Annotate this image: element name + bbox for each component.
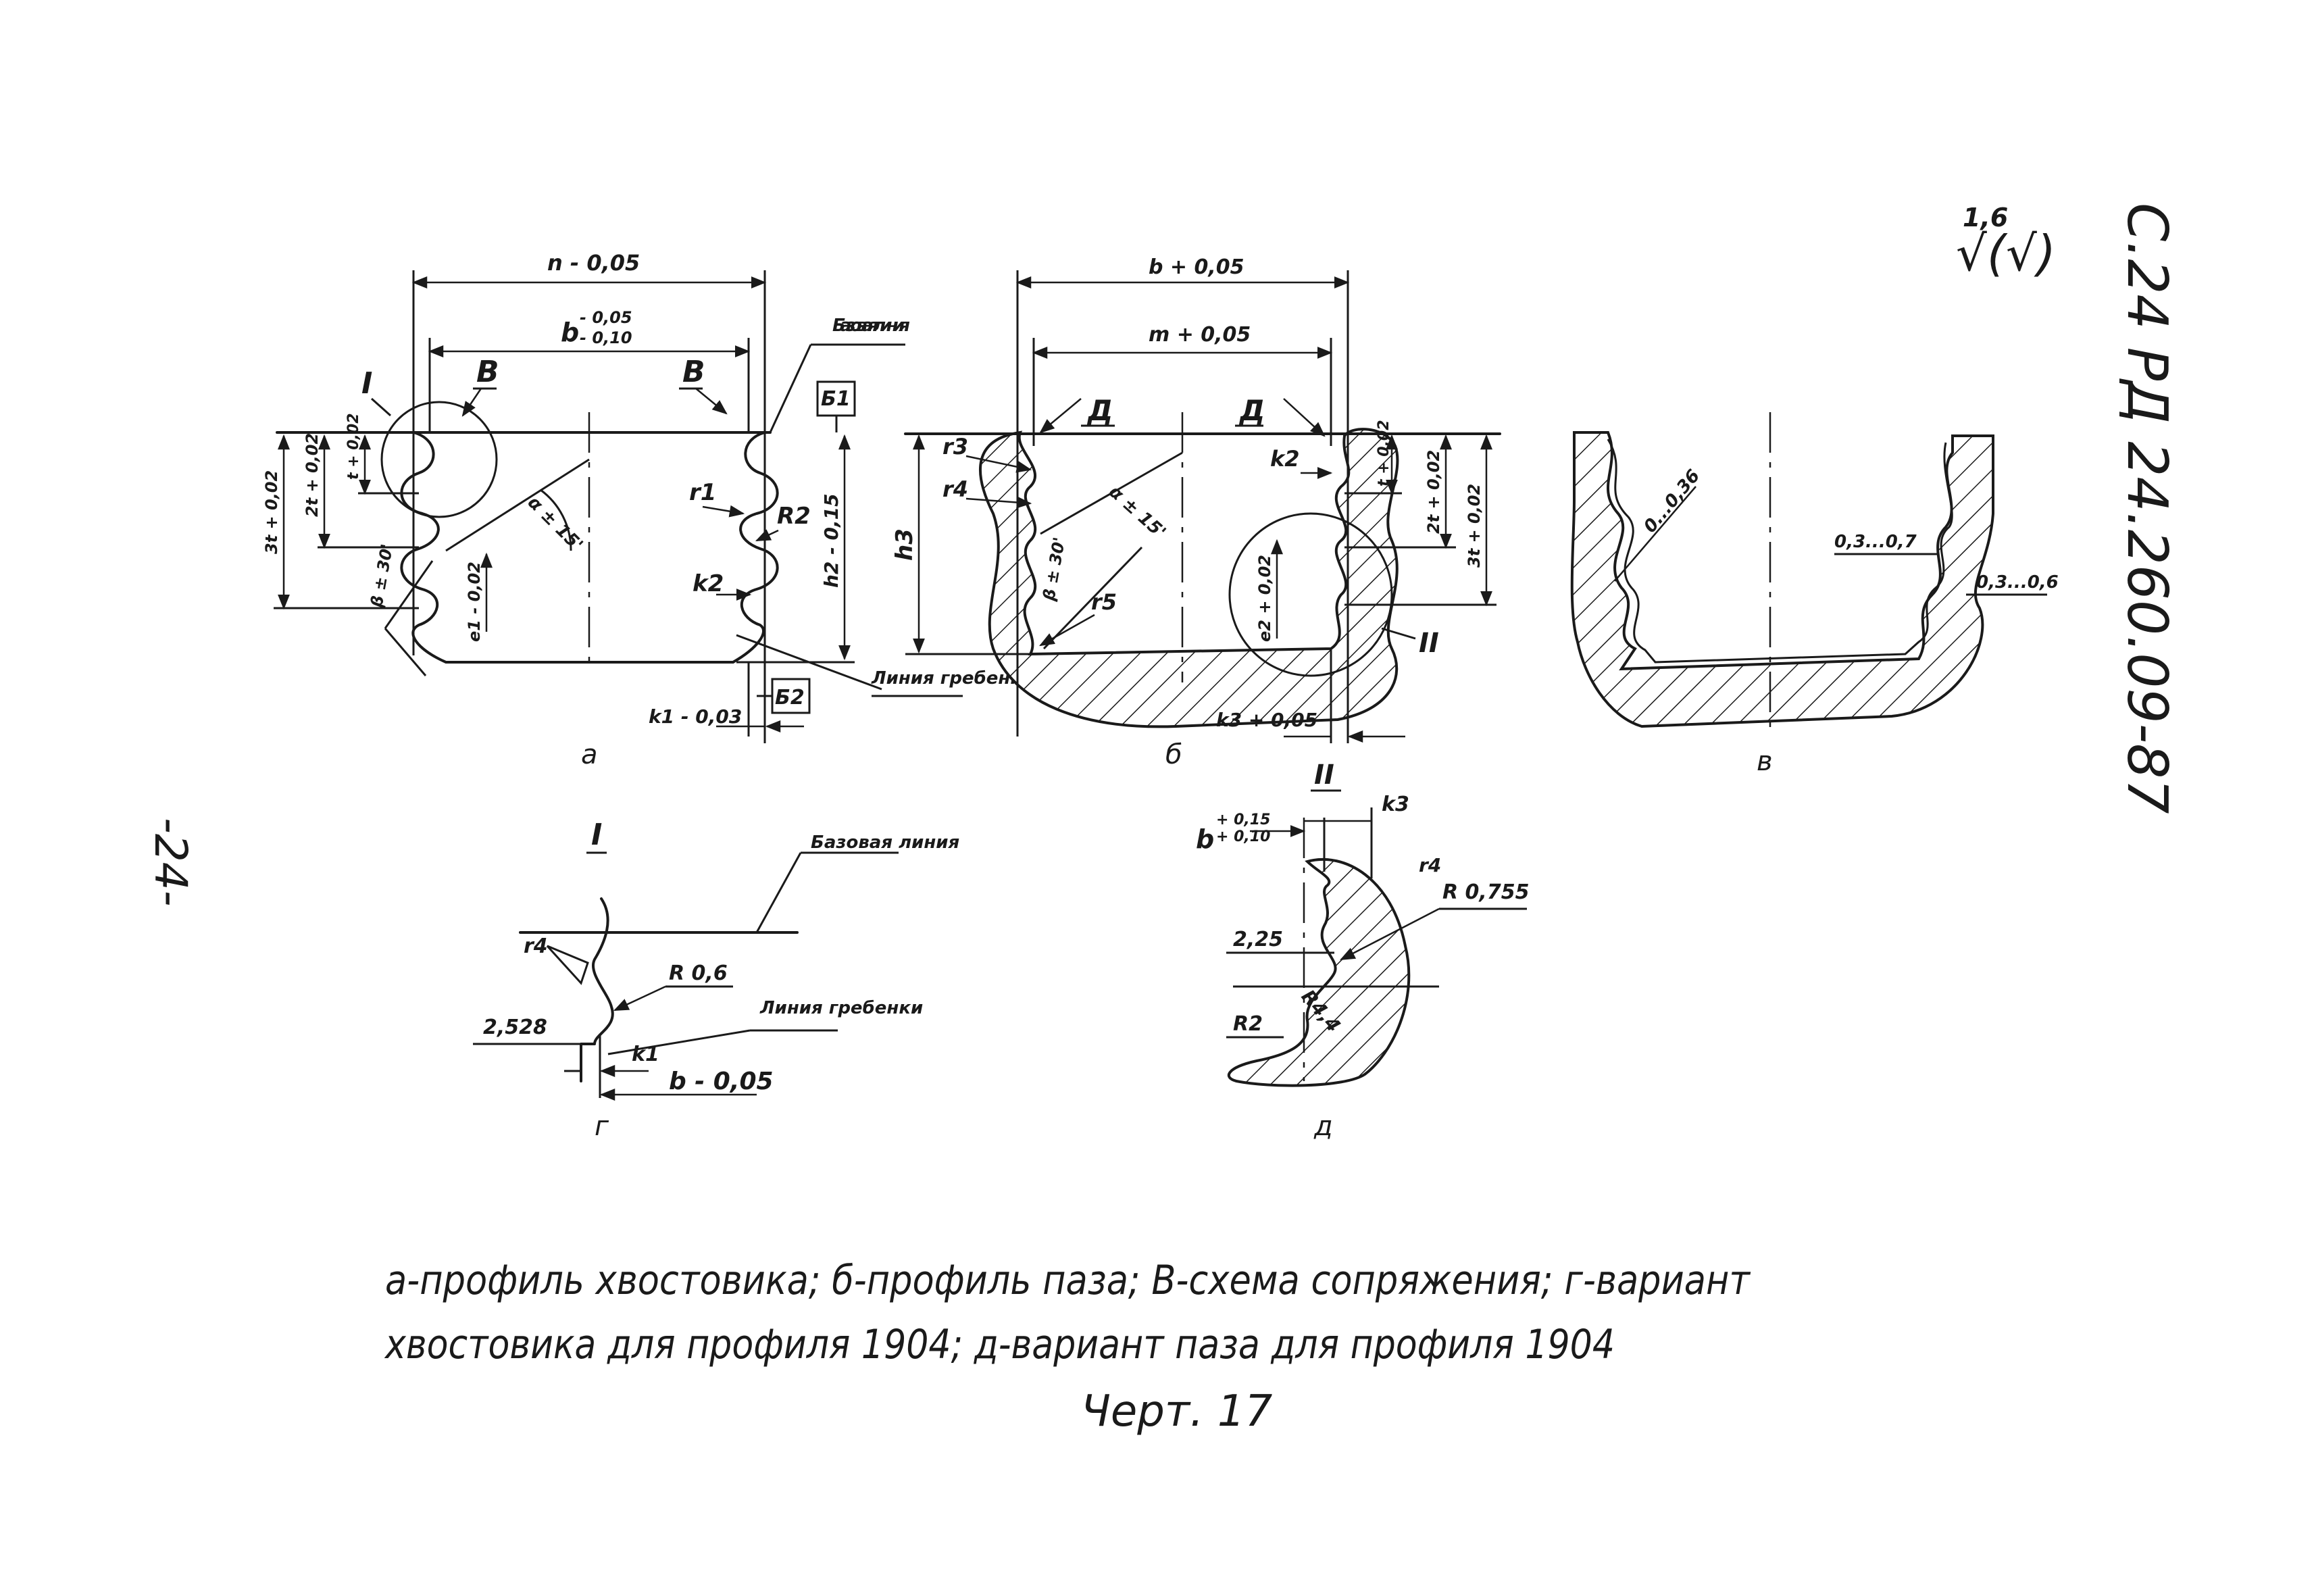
angle-alpha-a: α ± 15' bbox=[524, 493, 586, 555]
angle-beta-a: β ± 30' bbox=[367, 543, 397, 609]
radius-r4-d: r4 bbox=[1419, 854, 1441, 876]
radius-r1: r1 bbox=[689, 479, 716, 506]
dim-3t-b: 3t + 0,02 bbox=[1465, 484, 1484, 568]
datum-b2: Б2 bbox=[775, 686, 805, 709]
dim-3t-a: 3t + 0,02 bbox=[262, 470, 281, 554]
dim-t-b: t + 0,02 bbox=[1376, 420, 1392, 487]
view-a-shank-profile: n - 0,05 b - 0,05 - 0,10 I В В Базовая bbox=[262, 250, 1034, 770]
dim-k2-b: k2 bbox=[1270, 446, 1300, 472]
view-v-mating-scheme: 0...0,36 0,3...0,7 0,3...0,6 в bbox=[1570, 412, 2059, 777]
radius-r4-g: r4 bbox=[524, 934, 548, 958]
page-number: -24- bbox=[145, 818, 197, 907]
radius-r2: R2 bbox=[777, 503, 811, 530]
view-d-slot-variant: II k3 b + 0,15 + 0,10 r4 R 0,755 2,25 R4… bbox=[1196, 759, 1529, 1142]
dim-h2: h2 - 0,15 bbox=[820, 493, 842, 588]
angle-alpha-b: α ± 15' bbox=[1105, 482, 1169, 543]
view-b-slot-profile: b + 0,05 m + 0,05 Д Д r3 r4 h3 β ± 30' α… bbox=[891, 255, 1501, 770]
dim-t-a: t + 0,02 bbox=[345, 413, 362, 480]
radius-r06: R 0,6 bbox=[669, 962, 728, 985]
view-g-shank-variant: I r4 R 0,6 Базовая линия Линия гребенки … bbox=[473, 818, 959, 1142]
caption-line-2: хвостовика для профиля 1904; д-вариант п… bbox=[384, 1321, 1615, 1368]
base-line-label: Базовая линия bbox=[832, 316, 910, 336]
view-a-label: а bbox=[581, 739, 598, 770]
radius-r5: r5 bbox=[1091, 589, 1117, 615]
roughness-value: 1,6 bbox=[1963, 203, 2008, 232]
detail-II-title: II bbox=[1314, 759, 1334, 791]
dim-e1: e1 - 0,02 bbox=[465, 562, 484, 642]
view-marker-v-right: В bbox=[682, 355, 705, 389]
view-marker-d-left: Д bbox=[1086, 394, 1113, 427]
dim-b-a-upper: - 0,05 bbox=[580, 308, 632, 327]
dim-k2-a: k2 bbox=[693, 570, 724, 597]
view-d-label: д bbox=[1313, 1111, 1333, 1142]
dim-b-d-upper: + 0,15 bbox=[1216, 812, 1270, 828]
dim-n: n - 0,05 bbox=[547, 250, 640, 276]
figure-caption: а-профиль хвостовика; б-профиль паза; В-… bbox=[384, 1257, 1751, 1437]
dim-k1: k1 - 0,03 bbox=[649, 705, 742, 728]
gap-03-06: 0,3...0,6 bbox=[1976, 572, 2059, 593]
dim-k3-b: k3 + 0,05 bbox=[1216, 709, 1317, 731]
view-marker-v-left: В bbox=[476, 355, 499, 389]
gap-0-036: 0...0,36 bbox=[1640, 466, 1704, 537]
radius-r3: r3 bbox=[942, 434, 968, 459]
view-v-label: в bbox=[1757, 746, 1773, 777]
roughness-symbol: √(√) bbox=[1956, 225, 2056, 282]
radius-r2: R2 bbox=[1233, 1012, 1263, 1036]
dim-h3: h3 bbox=[891, 528, 918, 561]
view-marker-d-right: Д bbox=[1238, 394, 1265, 427]
dim-b-005: b - 0,05 bbox=[669, 1068, 774, 1095]
dim-225: 2,25 bbox=[1233, 928, 1283, 951]
dim-2t-b: 2t + 0,02 bbox=[1424, 450, 1443, 534]
angle-beta-b: β ± 30' bbox=[1039, 536, 1069, 603]
dim-b-a: b bbox=[561, 318, 579, 347]
radius-r4: r4 bbox=[942, 476, 968, 502]
view-g-label: г bbox=[595, 1111, 609, 1142]
dim-k3-d: k3 bbox=[1382, 793, 1409, 816]
dim-2528: 2,528 bbox=[483, 1016, 547, 1039]
dim-b-d: b bbox=[1196, 824, 1214, 854]
radius-r0755: R 0,755 bbox=[1442, 880, 1529, 904]
dim-2t-a: 2t + 0,02 bbox=[303, 433, 322, 517]
document-code: С.24 РД 24.260.09-87 bbox=[2115, 203, 2179, 814]
surface-roughness-symbol: 1,6 √(√) bbox=[1956, 203, 2056, 282]
dim-k1-g: k1 bbox=[632, 1043, 659, 1066]
dim-b-a-lower: - 0,10 bbox=[580, 328, 632, 347]
view-b-label: б bbox=[1165, 739, 1182, 770]
caption-line-1: а-профиль хвостовика; б-профиль паза; В-… bbox=[385, 1257, 1751, 1304]
dim-b-b: b + 0,05 bbox=[1149, 255, 1244, 279]
detail-II-label: II bbox=[1419, 628, 1439, 659]
comb-line-label-i: Линия гребенки bbox=[759, 998, 923, 1018]
figure-number: Черт. 17 bbox=[1081, 1387, 1273, 1437]
dim-e2: e2 + 0,02 bbox=[1255, 555, 1274, 642]
detail-I-label: I bbox=[361, 366, 372, 401]
datum-b1: Б1 bbox=[821, 387, 851, 411]
dim-m: m + 0,05 bbox=[1149, 323, 1251, 347]
detail-I-title: I bbox=[591, 818, 602, 852]
gap-03-07: 0,3...0,7 bbox=[1834, 532, 1917, 552]
base-line-label-i: Базовая линия bbox=[811, 832, 959, 853]
